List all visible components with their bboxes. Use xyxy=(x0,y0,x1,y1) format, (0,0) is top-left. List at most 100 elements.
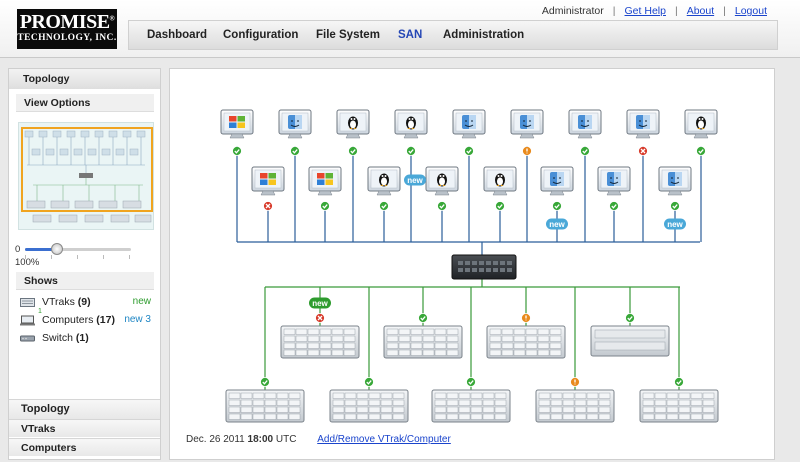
tab-dashboard[interactable]: Dashboard xyxy=(147,29,208,41)
host-computer-2-1[interactable] xyxy=(251,166,285,196)
status-ok-icon[interactable] xyxy=(364,377,374,387)
get-help-link[interactable]: Get Help xyxy=(624,5,666,17)
tab-san[interactable]: SAN xyxy=(398,29,423,41)
status-ok-icon[interactable] xyxy=(696,146,706,156)
status-ok-icon[interactable] xyxy=(580,146,590,156)
status-ok-icon[interactable] xyxy=(466,377,476,387)
status-ok-icon[interactable] xyxy=(260,377,270,387)
status-ok-icon[interactable] xyxy=(495,201,505,211)
new-badge[interactable]: new xyxy=(404,174,426,186)
vtrak-2-5[interactable] xyxy=(639,389,719,423)
drive-bay xyxy=(344,406,357,413)
host-computer-2-3[interactable] xyxy=(367,166,401,196)
show-switch[interactable]: Switch (1) xyxy=(17,331,155,347)
status-err-icon[interactable] xyxy=(263,201,273,211)
new-badge-pill xyxy=(664,218,686,230)
windows-pane-blue xyxy=(260,179,268,185)
logo-registered: ® xyxy=(109,14,115,23)
promise-logo[interactable]: PROMISE® TECHNOLOGY, INC. xyxy=(17,9,117,49)
drive-bay xyxy=(319,349,332,356)
show-vtraks[interactable]: VTraks (9) new xyxy=(17,295,155,311)
status-warn-icon[interactable] xyxy=(570,377,580,387)
status-ok-icon[interactable] xyxy=(609,201,619,211)
host-computer-2-7[interactable] xyxy=(597,166,631,196)
status-ok-icon[interactable] xyxy=(464,146,474,156)
host-computer-1-1[interactable] xyxy=(220,109,254,139)
host-computer-1-3[interactable] xyxy=(336,109,370,139)
vtrak-2-4[interactable] xyxy=(535,389,615,423)
zoom-max-label: 100% xyxy=(15,257,40,268)
show-computers[interactable]: 1 Computers (17) new 3 xyxy=(17,308,155,329)
new-badge-pill xyxy=(309,297,331,309)
host-computer-1-4[interactable] xyxy=(394,109,428,139)
computers-marker: 1 xyxy=(38,308,42,315)
san-switch[interactable] xyxy=(451,254,517,280)
zoom-slider[interactable]: 0 100% xyxy=(9,239,160,269)
slider-track[interactable] xyxy=(25,248,131,251)
host-computer-1-6[interactable] xyxy=(510,109,544,139)
new-vtraks-badge[interactable]: new xyxy=(132,296,151,307)
drive-bay xyxy=(422,349,435,356)
new-badge[interactable]: new xyxy=(309,297,331,309)
linux-tux-icon xyxy=(406,116,416,130)
status-ok-icon[interactable] xyxy=(232,146,242,156)
tab-configuration[interactable]: Configuration xyxy=(223,29,299,41)
drive-bay xyxy=(288,413,301,420)
sidebar-topology-header[interactable]: Topology xyxy=(9,69,160,89)
topology-overview-thumbnail[interactable] xyxy=(18,122,154,230)
status-ok-icon[interactable] xyxy=(379,201,389,211)
status-ok-icon[interactable] xyxy=(625,313,635,323)
host-computer-1-9[interactable] xyxy=(684,109,718,139)
view-options-header[interactable]: View Options xyxy=(16,94,154,112)
drive-bay xyxy=(331,328,344,335)
server-1-4[interactable] xyxy=(590,325,670,357)
section-topology[interactable]: Topology xyxy=(9,399,160,419)
host-computer-2-2[interactable] xyxy=(308,166,342,196)
status-ok-icon[interactable] xyxy=(437,201,447,211)
section-computers[interactable]: Computers xyxy=(9,438,160,456)
status-ok-icon[interactable] xyxy=(290,146,300,156)
show-computers-label: Computers xyxy=(42,314,94,326)
host-computer-1-8[interactable] xyxy=(626,109,660,139)
drive-bay xyxy=(264,399,277,406)
top-links: Administrator|Get Help|About|Logout xyxy=(541,5,767,17)
host-computer-2-4[interactable] xyxy=(425,166,459,196)
vtrak-1-1[interactable] xyxy=(280,325,360,359)
status-err-icon[interactable] xyxy=(638,146,648,156)
host-computer-2-8[interactable] xyxy=(658,166,692,196)
status-ok-icon[interactable] xyxy=(406,146,416,156)
status-ok-icon[interactable] xyxy=(674,377,684,387)
vtrak-2-1[interactable] xyxy=(225,389,305,423)
vtrak-1-3[interactable] xyxy=(486,325,566,359)
drive-bay xyxy=(240,406,253,413)
status-warn-icon[interactable] xyxy=(522,146,532,156)
new-badge[interactable]: new xyxy=(546,218,568,230)
host-computer-1-5[interactable] xyxy=(452,109,486,139)
host-computer-2-6[interactable] xyxy=(540,166,574,196)
status-ok-icon[interactable] xyxy=(670,201,680,211)
slider-handle[interactable] xyxy=(50,243,63,255)
host-computer-2-5[interactable] xyxy=(483,166,517,196)
status-ok-icon[interactable] xyxy=(320,201,330,211)
status-err-icon[interactable] xyxy=(315,313,325,323)
new-badge[interactable]: new xyxy=(664,218,686,230)
tab-file-system[interactable]: File System xyxy=(316,29,380,41)
shows-header[interactable]: Shows xyxy=(16,272,154,290)
host-computer-1-7[interactable] xyxy=(568,109,602,139)
logout-link[interactable]: Logout xyxy=(734,5,767,17)
status-ok-icon[interactable] xyxy=(348,146,358,156)
section-vtraks[interactable]: VTraks xyxy=(9,419,160,437)
new-computers-badge[interactable]: new 3 xyxy=(124,314,151,325)
vtrak-2-2[interactable] xyxy=(329,389,409,423)
vtrak-1-2[interactable] xyxy=(383,325,463,359)
add-remove-link[interactable]: Add/Remove VTrak/Computer xyxy=(317,434,451,445)
vtrak-icon xyxy=(20,298,35,307)
status-ok-icon[interactable] xyxy=(418,313,428,323)
status-warn-icon[interactable] xyxy=(521,313,531,323)
tab-administration[interactable]: Administration xyxy=(443,29,525,41)
check-mark xyxy=(322,204,328,209)
about-link[interactable]: About xyxy=(686,5,715,17)
host-computer-1-2[interactable] xyxy=(278,109,312,139)
vtrak-2-3[interactable] xyxy=(431,389,511,423)
status-ok-icon[interactable] xyxy=(552,201,562,211)
